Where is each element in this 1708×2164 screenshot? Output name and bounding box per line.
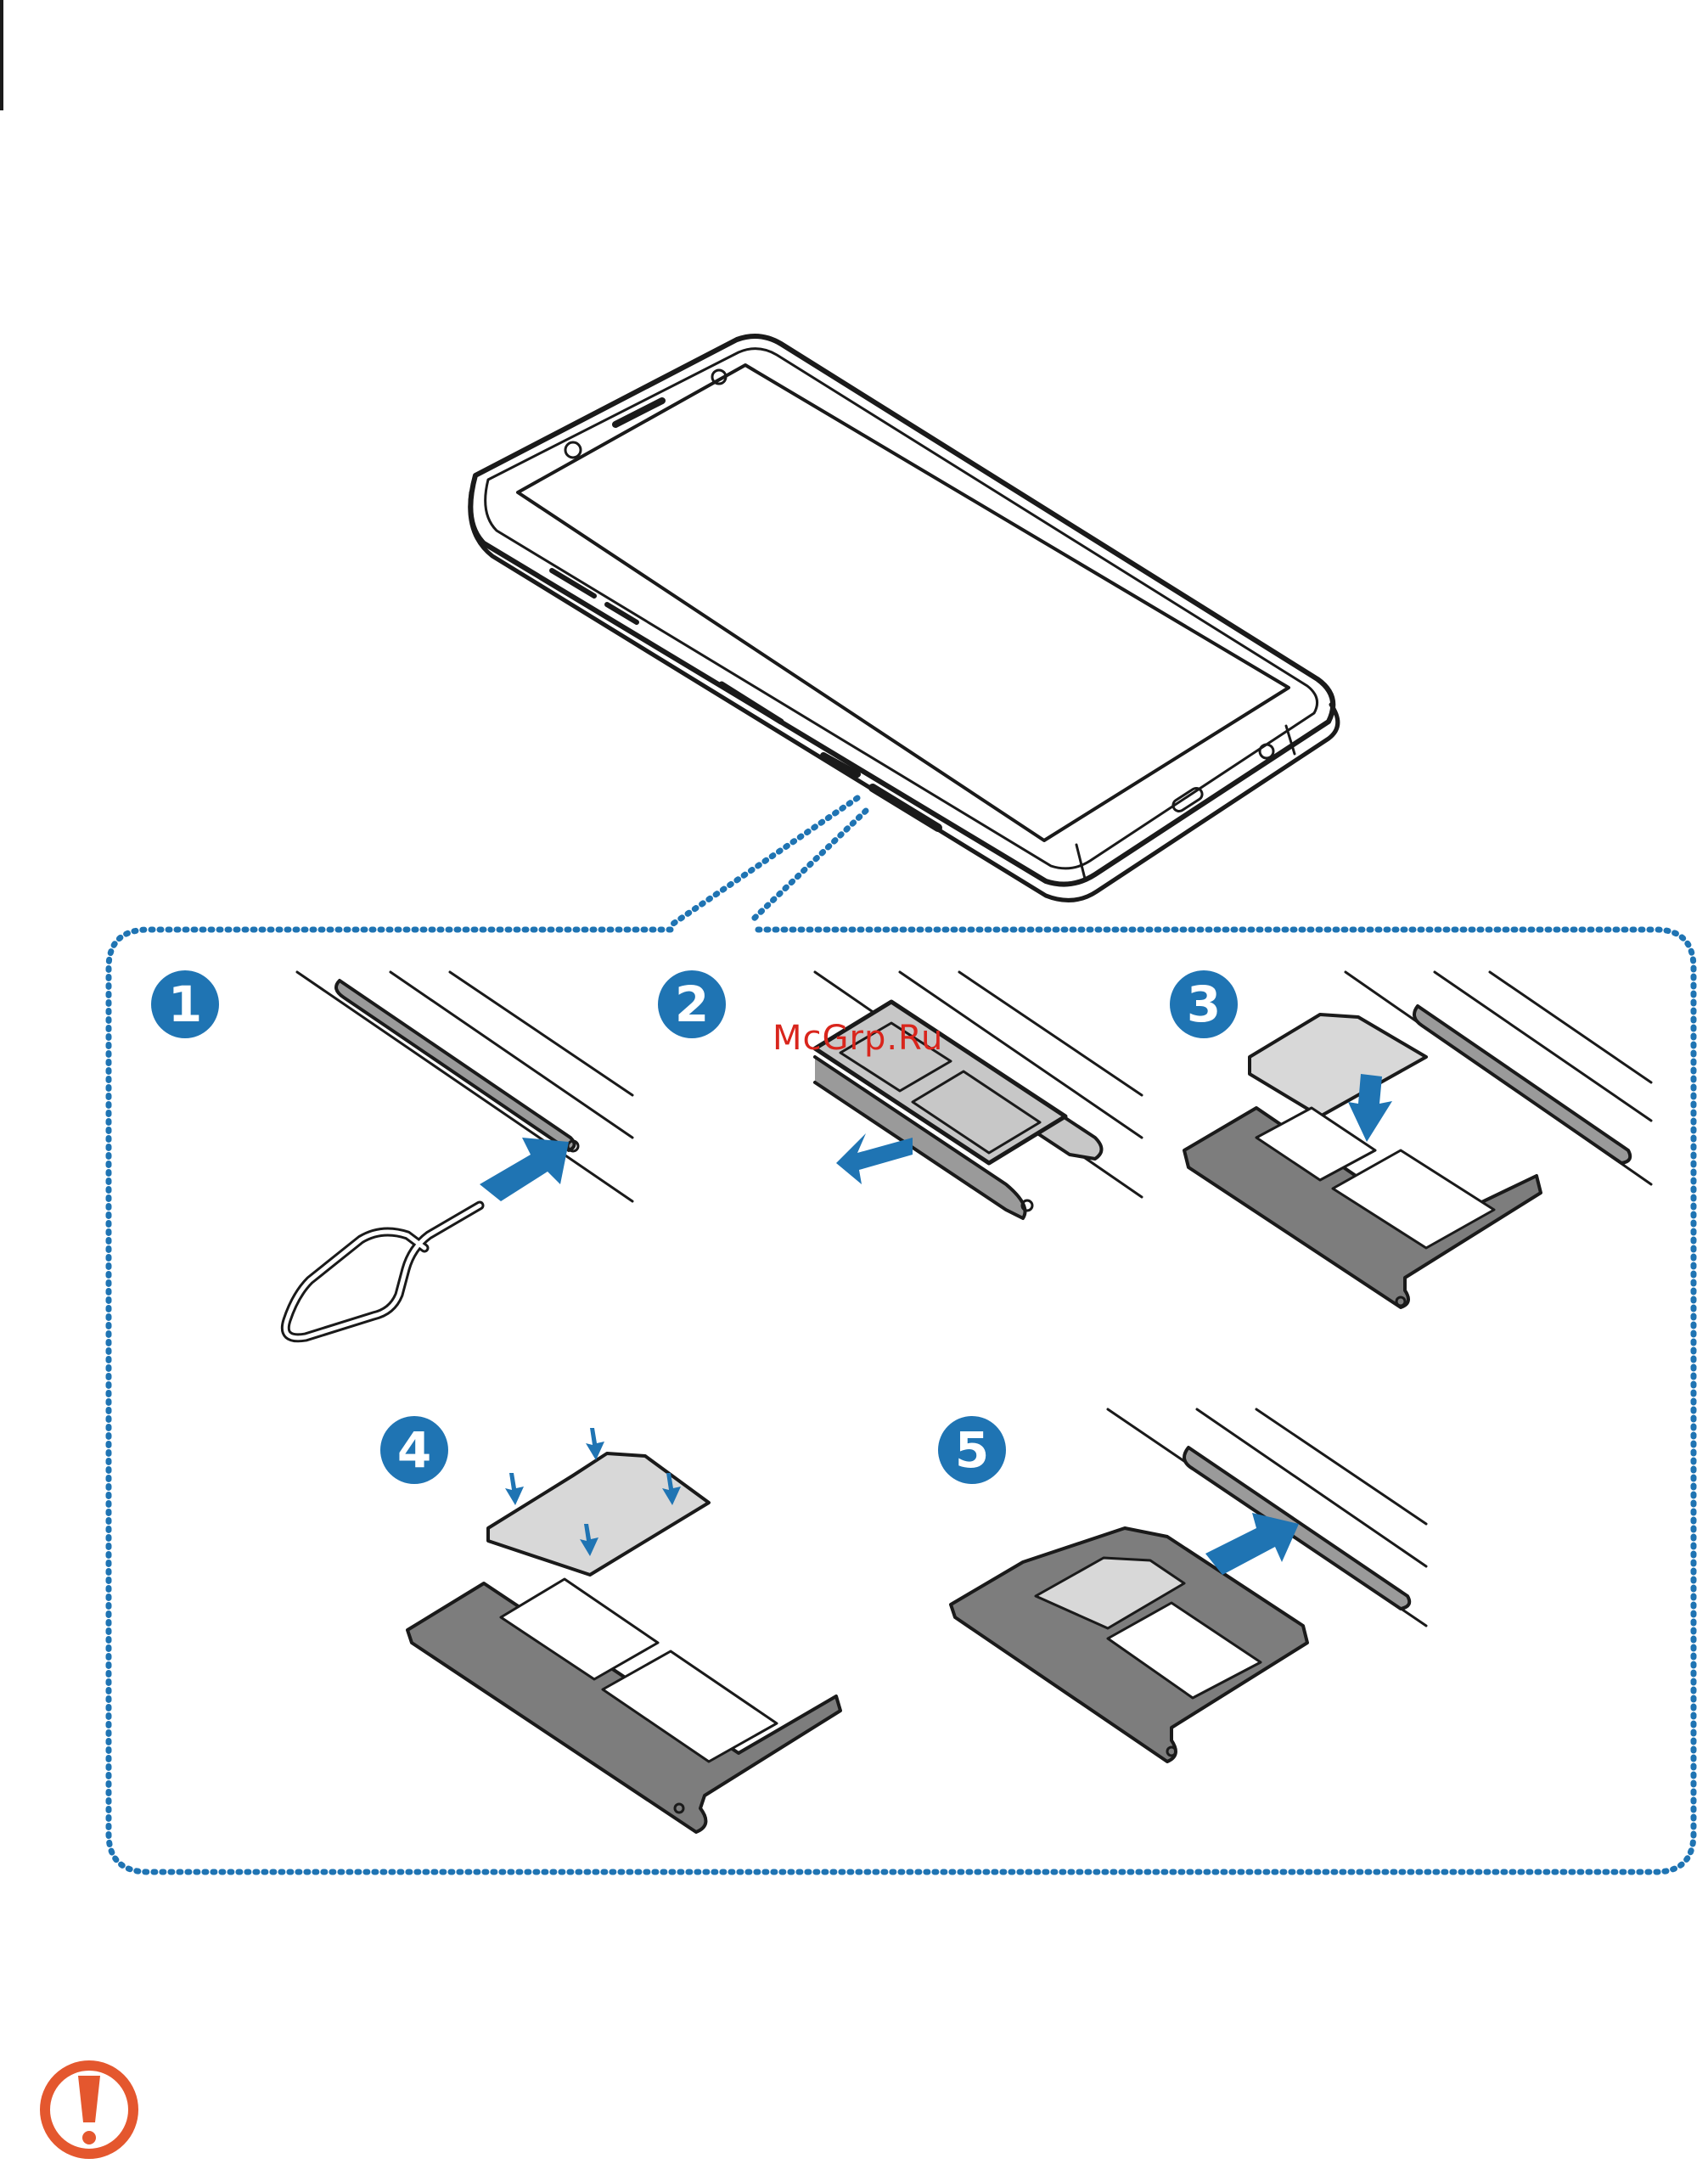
callout-lines — [671, 798, 866, 925]
smartphone-drawing — [470, 336, 1338, 900]
step-4-drawing — [407, 1453, 840, 1832]
caution-exclamation-icon — [45, 2066, 133, 2154]
step-2-badge: 2 — [658, 970, 726, 1038]
step-5-badge: 5 — [938, 1416, 1006, 1484]
step-3-badge: 3 — [1170, 970, 1238, 1038]
watermark-text: McGrp.Ru — [773, 1019, 943, 1058]
step-2-arrow-icon — [836, 1133, 913, 1184]
step-1-drawing — [285, 972, 632, 1338]
step-1-badge: 1 — [151, 970, 219, 1038]
step-5-arrow-icon — [1205, 1513, 1299, 1575]
step-2-drawing — [815, 972, 1142, 1218]
step-3-drawing — [1184, 972, 1651, 1307]
step-5-drawing — [951, 1409, 1426, 1762]
step-4-badge: 4 — [380, 1416, 448, 1484]
step-1-arrow-icon — [480, 1138, 569, 1201]
